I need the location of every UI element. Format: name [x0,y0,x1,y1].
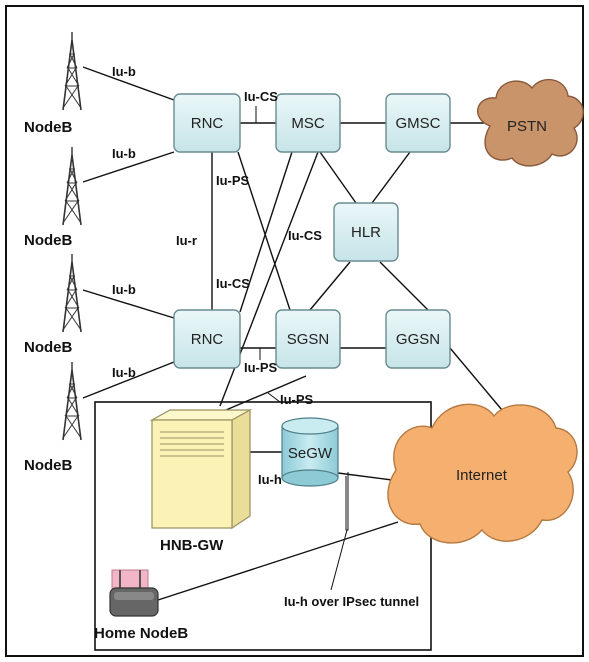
hnbgw-node: HNB-GW [149,408,253,554]
sgsn-label: SGSN [287,331,330,348]
rnc-top-label: RNC [191,115,224,132]
gmsc-node: GMSC [385,93,451,153]
nodeb-label: NodeB [24,119,73,136]
iub-label: Iu-b [112,146,136,161]
rnc-top-node: RNC [173,93,241,153]
links [82,66,503,601]
pstn-label: PSTN [507,118,547,135]
iuh-label: Iu-h [258,472,282,487]
link-msc-hlr [319,151,357,204]
cell-tower-icon [62,146,82,226]
hlr-node: HLR [333,202,399,262]
interface-labels: Iu-b Iu-b Iu-b Iu-b Iu-CS Iu-PS Iu-r Iu-… [112,64,419,609]
msc-box [275,93,341,153]
link-gmsc-hlr [371,151,411,204]
segw-label: SeGW [288,445,333,462]
nodeb-site-2: NodeB [24,146,82,249]
ggsn-node: GGSN [385,309,451,369]
link-hlr-sgsn [309,261,351,311]
segw-node: SeGW [281,417,339,487]
link-rncbot-msc [239,151,293,313]
link-nodeb1-rnc [82,66,175,101]
msc-label: MSC [291,115,325,132]
database-icon [281,425,339,479]
nodeb-label: NodeB [24,339,73,356]
server-side [231,408,251,530]
iucs-top-label: Iu-CS [244,89,278,104]
link-hlr-ggsn [379,261,429,311]
nodeb-site-4: NodeB [24,361,82,474]
link-homenodeb-internet [157,521,399,601]
iups-mid-label: Iu-PS [244,360,278,375]
nodeb-site-3: NodeB [24,253,82,356]
sgsn-box [275,309,341,369]
link-nodeb4-rnc [82,361,175,399]
cell-tower-icon [62,31,82,111]
iucs-lower-label: Iu-CS [216,276,250,291]
link-rnctop-sgsn [237,151,291,311]
cell-tower-icon [62,361,82,441]
link-sgsn-hnbgw [225,375,307,411]
rnc-bottom-box [173,309,241,369]
link-segw-internet [337,472,393,481]
outer-frame [5,5,584,657]
iups-hnb-tick [267,392,281,403]
server-icon [151,419,233,529]
tunnel-pointer [330,529,348,591]
internet-cloud-shape [387,403,578,544]
iub-label: Iu-b [112,365,136,380]
rnc-bottom-node: RNC [173,309,241,369]
nodeb-site-1: NodeB [24,31,82,136]
link-nodeb2-rnc [82,151,175,183]
internet-cloud: Internet [387,403,578,544]
iups-hnb-label: Iu-PS [280,392,314,407]
home-nodeb-node: Home NodeB [94,569,188,642]
nodeb-label: NodeB [24,232,73,249]
gmsc-label: GMSC [396,115,441,132]
home-nodeb-label: Home NodeB [94,625,188,642]
tunnel-bracket [345,472,349,531]
gmsc-box [385,93,451,153]
iups-top-label: Iu-PS [216,173,250,188]
iuh-tunnel-label: Iu-h over IPsec tunnel [284,594,419,609]
cell-tower-icon [62,253,82,333]
ggsn-label: GGSN [396,331,440,348]
iucs-mid-label: Iu-CS [288,228,322,243]
pstn-cloud-shape [476,78,584,167]
rnc-top-box [173,93,241,153]
hnbgw-label: HNB-GW [160,537,224,554]
link-ggsn-internet [449,347,503,411]
iur-label: Iu-r [176,233,197,248]
pstn-cloud: PSTN [476,78,584,167]
msc-node: MSC [275,93,341,153]
sgsn-node: SGSN [275,309,341,369]
ggsn-box [385,309,451,369]
iub-label: Iu-b [112,64,136,79]
internet-label: Internet [456,467,508,484]
iub-label: Iu-b [112,282,136,297]
hlr-label: HLR [351,224,381,241]
link-nodeb3-rnc [82,289,175,319]
nodeb-label: NodeB [24,457,73,474]
hlr-box [333,202,399,262]
rnc-bottom-label: RNC [191,331,224,348]
